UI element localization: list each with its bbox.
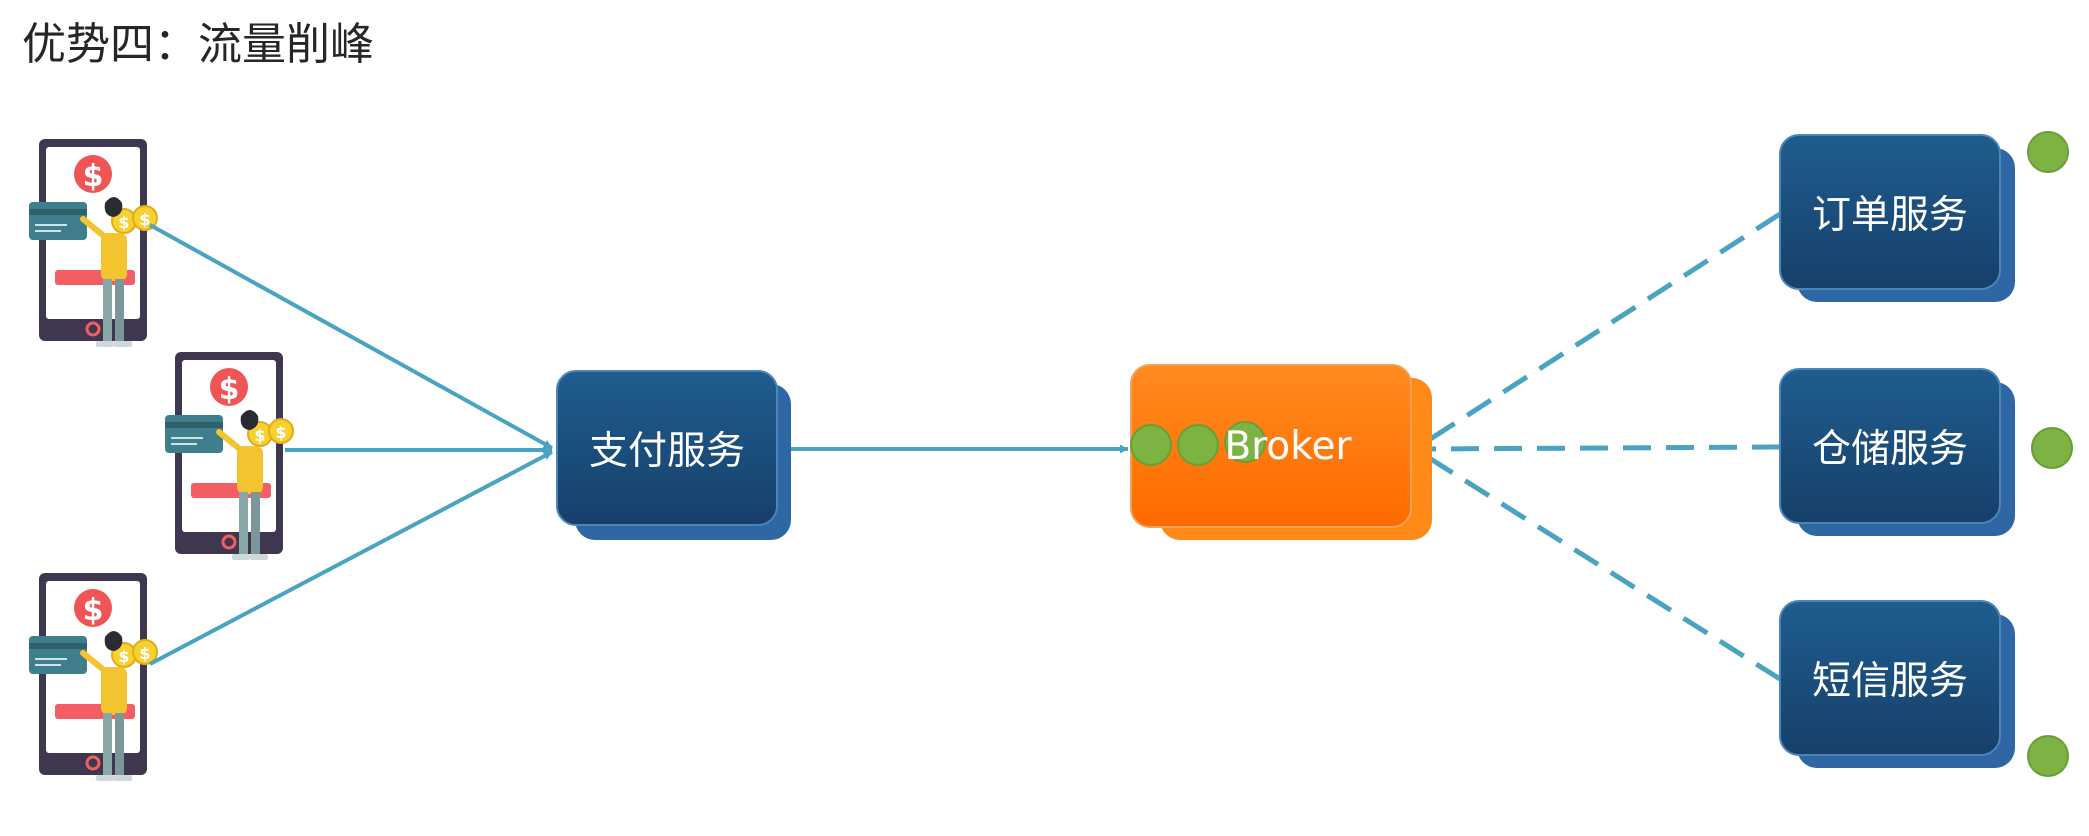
pay-service-label: 支付服务	[588, 429, 745, 474]
arrow-user3-pay	[149, 450, 553, 666]
page-title: 优势四：流量削峰	[22, 19, 374, 70]
arrow-order-broker	[1416, 211, 1782, 450]
sms-service-label: 短信服务	[1811, 659, 1968, 704]
order-service-label: 订单服务	[1811, 193, 1968, 238]
sms-service-node: 短信服务	[1779, 600, 2001, 756]
broker-node: Broker	[1130, 364, 1412, 528]
arrow-user1-pay	[149, 223, 553, 450]
order-service-node: 订单服务	[1779, 134, 2001, 290]
phone-payment-icon-2	[165, 352, 293, 560]
broker-label: Broker	[1224, 423, 1352, 469]
arrow-storage-broker	[1417, 444, 1781, 454]
phone-payment-icon-3	[29, 573, 157, 781]
phone-payment-icon-1	[29, 139, 157, 347]
pay-service-node: 支付服务	[556, 370, 778, 526]
arrow-sms-broker	[1416, 448, 1782, 682]
storage-service-node: 仓储服务	[1779, 368, 2001, 524]
storage-service-label: 仓储服务	[1811, 427, 1968, 472]
